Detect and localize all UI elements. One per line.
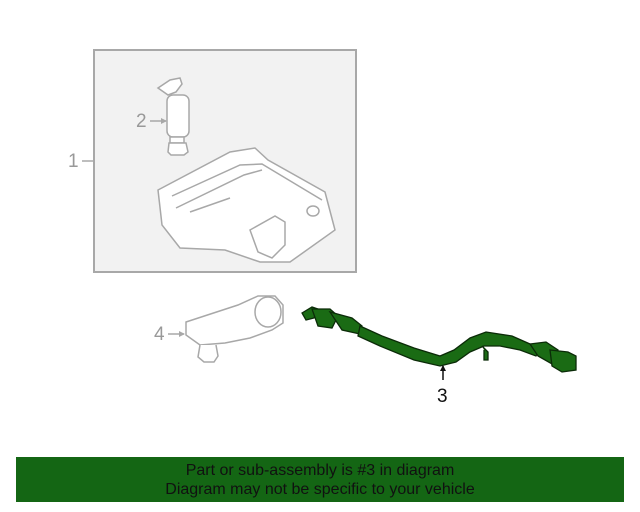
callout-3-label[interactable]: 3 (437, 386, 448, 407)
part-2-valve-icon (156, 77, 190, 156)
callout-4-label[interactable]: 4 (154, 324, 165, 345)
part-1-canister-icon (157, 147, 336, 263)
callout-3-arrowhead (440, 365, 446, 371)
callout-2-arrowhead (161, 118, 167, 124)
callout-4-arrowhead (179, 331, 185, 337)
banner-line-2: Diagram may not be specific to your vehi… (165, 481, 475, 498)
part-3-oxygen-sensor-icon[interactable] (301, 306, 577, 373)
banner-line-1: Part or sub-assembly is #3 in diagram (185, 462, 455, 479)
info-banner: Part or sub-assembly is #3 in diagram Di… (16, 457, 624, 502)
part-4-sensor-icon (185, 295, 284, 363)
callout-1-label[interactable]: 1 (68, 151, 79, 172)
callout-2-label[interactable]: 2 (136, 111, 147, 132)
